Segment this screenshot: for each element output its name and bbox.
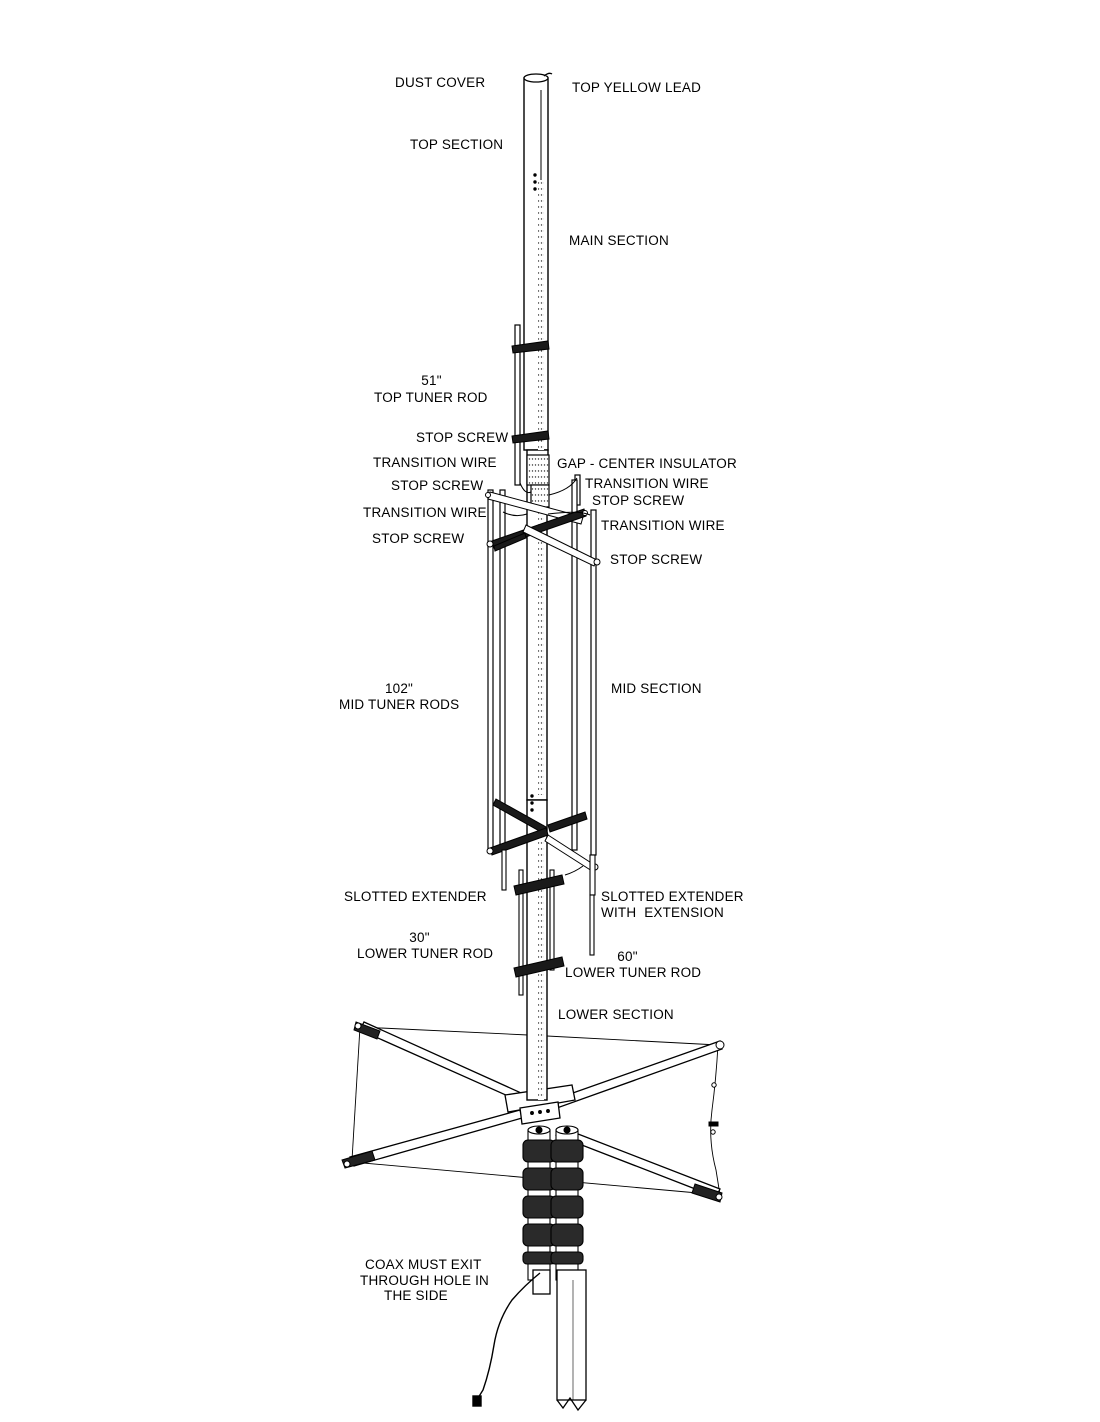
top-section-detail bbox=[533, 90, 542, 191]
label-slotted-extender-with-extension-1: SLOTTED EXTENDER bbox=[601, 889, 744, 904]
top-clamps bbox=[511, 340, 550, 444]
label-coax-note-2: THROUGH HOLE IN bbox=[360, 1273, 490, 1288]
lower-cross-arms bbox=[486, 798, 599, 872]
label-stop-screw-5: STOP SCREW bbox=[610, 552, 703, 567]
main-mast bbox=[523, 77, 549, 1101]
label-transition-wire-2: TRANSITION WIRE bbox=[585, 476, 709, 491]
label-mid-tuner-rods-length: 102" bbox=[384, 681, 414, 696]
label-coax-note-3: THE SIDE bbox=[384, 1288, 448, 1303]
label-lower-tuner-rod-60-length: 60" bbox=[617, 949, 638, 964]
label-main-section: MAIN SECTION bbox=[569, 233, 669, 248]
label-transition-wire-1: TRANSITION WIRE bbox=[373, 455, 497, 470]
label-stop-screw-4: STOP SCREW bbox=[372, 531, 465, 546]
label-lower-tuner-rod-60: LOWER TUNER ROD bbox=[565, 965, 702, 980]
wire-insulator bbox=[708, 1082, 719, 1135]
support-mast bbox=[532, 1269, 587, 1412]
upper-cross-arms bbox=[485, 491, 601, 567]
label-coax-note-1: COAX MUST EXIT bbox=[365, 1257, 482, 1272]
label-mid-section: MID SECTION bbox=[611, 681, 702, 696]
label-gap-center-insulator: GAP - CENTER INSULATOR bbox=[557, 456, 737, 471]
label-stop-screw-1: STOP SCREW bbox=[416, 430, 509, 445]
coax-choke-stacks bbox=[522, 1125, 584, 1281]
label-mid-tuner-rods: MID TUNER RODS bbox=[339, 697, 460, 712]
label-top-yellow-lead: TOP YELLOW LEAD bbox=[572, 80, 702, 95]
label-transition-wire-4: TRANSITION WIRE bbox=[601, 518, 725, 533]
slotted-extenders bbox=[501, 849, 596, 996]
transition-wires bbox=[502, 477, 591, 517]
label-lower-section: LOWER SECTION bbox=[558, 1007, 674, 1022]
label-dust-cover: DUST COVER bbox=[395, 75, 486, 90]
label-lower-tuner-rod-30: LOWER TUNER ROD bbox=[357, 946, 494, 961]
label-top-tuner-rod: TOP TUNER ROD bbox=[374, 390, 488, 405]
lower-clamps bbox=[513, 874, 565, 978]
label-lower-tuner-rod-30-length: 30" bbox=[409, 930, 430, 945]
label-slotted-extender-with-extension-2: WITH EXTENSION bbox=[601, 905, 725, 920]
dust-cover bbox=[523, 72, 553, 83]
label-stop-screw-2: STOP SCREW bbox=[391, 478, 484, 493]
mid-joint-detail bbox=[530, 794, 534, 812]
label-stop-screw-3: STOP SCREW bbox=[592, 493, 685, 508]
coax-cable bbox=[472, 1272, 541, 1407]
label-top-section: TOP SECTION bbox=[410, 137, 504, 152]
label-transition-wire-3: TRANSITION WIRE bbox=[363, 505, 487, 520]
lower-transition-wire bbox=[564, 865, 584, 876]
label-top-tuner-rod-length: 51" bbox=[421, 373, 442, 388]
label-slotted-extender: SLOTTED EXTENDER bbox=[344, 889, 487, 904]
radial-end-caps bbox=[341, 1021, 725, 1203]
